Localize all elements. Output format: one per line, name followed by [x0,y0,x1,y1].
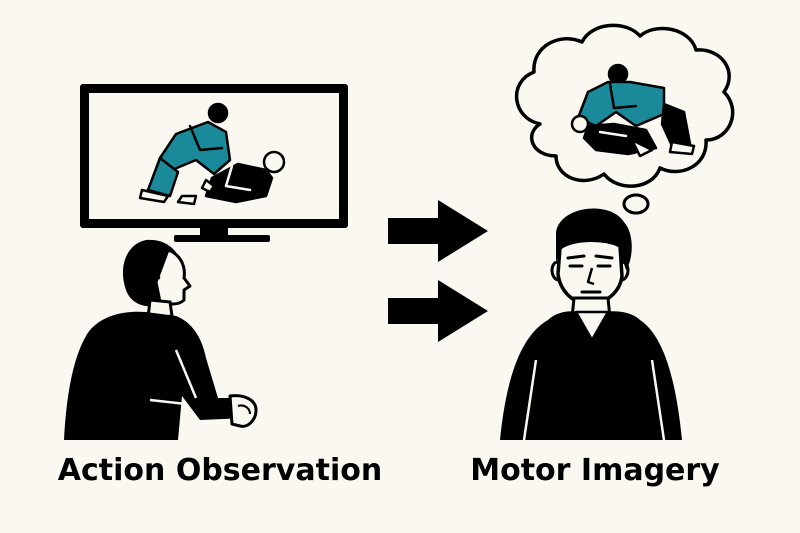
monitor-base [174,235,270,242]
bottom-arrow [388,280,488,342]
observer-person-icon [64,239,258,440]
action-observation-label: Action Observation [57,453,383,488]
monitor-neck [200,228,228,236]
imagining-person-icon [500,208,682,441]
screen-grappling-scene [138,102,286,206]
imagined-grappling-scene [570,63,696,158]
arrow-right-icon [388,200,488,342]
motor-imagery-label: Motor Imagery [470,453,720,488]
top-arrow [388,200,488,262]
